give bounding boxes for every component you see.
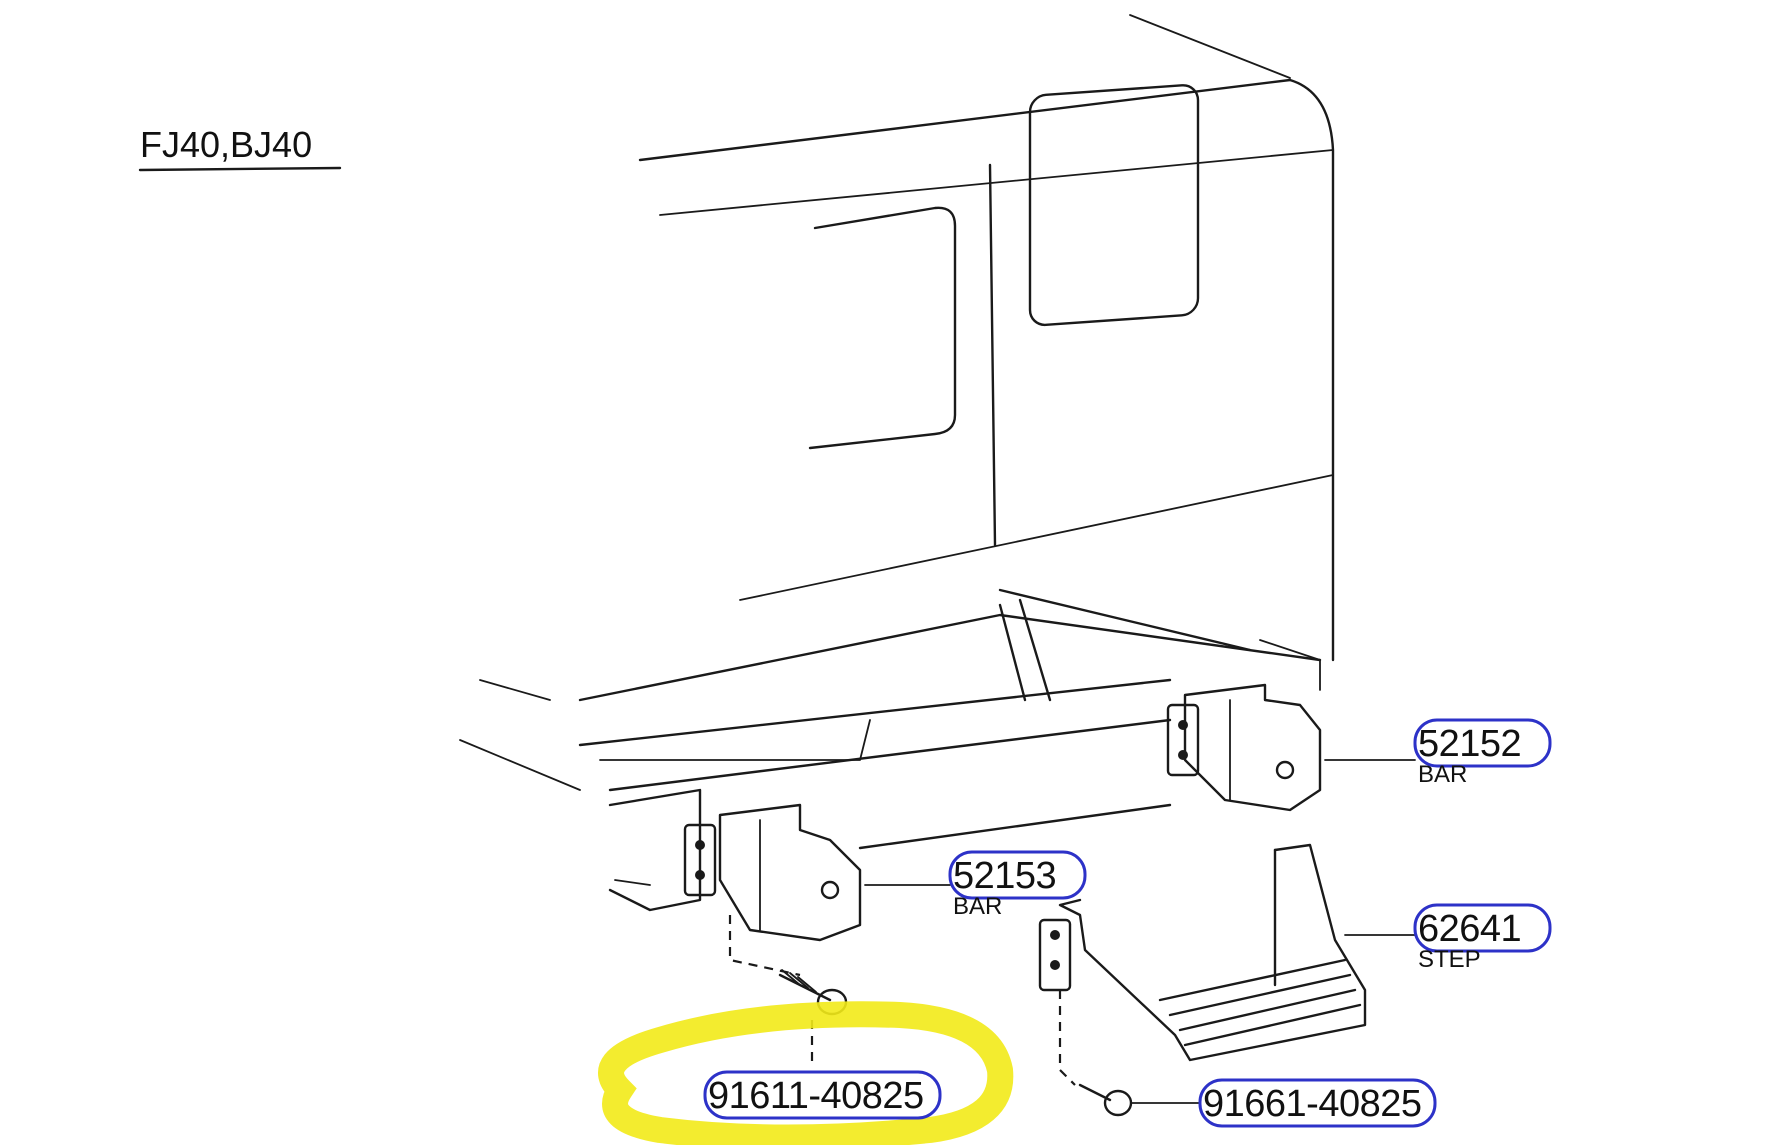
roof-edge [638, 78, 1292, 162]
left-rear-window [808, 206, 957, 450]
part-number-91611-40825: 91611-40825 [708, 1075, 924, 1117]
frame-right-rail [998, 588, 1252, 652]
right-bracket-top [1259, 639, 1321, 691]
part-name-62641: STEP [1418, 946, 1481, 973]
step-frame [1058, 843, 1367, 1062]
right-bracket-pivot [1275, 760, 1295, 780]
left-frame-rail [608, 788, 702, 912]
left-bracket-plate [683, 823, 717, 897]
bolt-91611-dash-line [728, 915, 801, 977]
step-mount-plate [1038, 918, 1072, 992]
right-bracket [1166, 639, 1322, 812]
roof-back [1129, 14, 1291, 79]
bolt-91661-dash-line [1058, 990, 1076, 1086]
right-rear-window [1028, 84, 1200, 327]
frame-cross-top [578, 678, 1172, 747]
part-number-62641: 62641 [1418, 908, 1521, 950]
left-bracket-hole-1 [695, 840, 705, 850]
part-name-52152: BAR [1418, 761, 1467, 788]
right-bracket-hole-2 [1178, 750, 1188, 760]
callout-91661-outline [1198, 1078, 1437, 1128]
rear-frame [578, 588, 1322, 912]
callout-91611-40825[interactable]: 91611-40825 [703, 1070, 942, 1120]
step-tread-4 [1183, 1003, 1362, 1047]
part-number-52152: 52152 [1418, 723, 1521, 765]
right-bracket-plate [1166, 703, 1200, 777]
side-line-2 [459, 739, 581, 791]
part-number-52153: 52153 [953, 855, 1056, 897]
right-bracket-body [1183, 683, 1322, 812]
upper-belt-line [659, 149, 1334, 216]
step-assembly [1038, 843, 1367, 1062]
step-tread-2 [1168, 973, 1352, 1017]
left-bracket-hole-2 [695, 870, 705, 880]
model-label-underline [138, 166, 342, 172]
bolt-91661-head [1103, 1089, 1133, 1117]
callout-91661-40825[interactable]: 91661-40825 [1198, 1078, 1437, 1128]
frame-cross-mid [608, 718, 1172, 792]
bolt-91611-thread [781, 969, 817, 993]
model-label: FJ40,BJ40 [140, 124, 312, 165]
frame-cross-bottom [858, 803, 1172, 850]
part-name-52153: BAR [953, 893, 1002, 920]
part-number-91661-40825: 91661-40825 [1203, 1083, 1422, 1125]
frame-top-edge [578, 613, 1322, 702]
frame-strut-1 [998, 603, 1027, 702]
left-rail-detail [614, 879, 651, 886]
step-tread-3 [1178, 988, 1357, 1032]
callout-91611-outline [703, 1070, 942, 1120]
frame-strut-2 [1018, 598, 1052, 702]
left-bracket [683, 803, 862, 942]
vehicle-body [459, 14, 1335, 791]
bolt-91661 [1058, 990, 1201, 1117]
highlight-circle [598, 1001, 1014, 1145]
callout-52152-outline [1413, 718, 1552, 768]
frame-diagonal [599, 719, 871, 761]
left-bracket-body [718, 803, 862, 942]
callout-62641[interactable]: 62641 STEP [1413, 903, 1552, 973]
step-tread-1 [1158, 958, 1347, 1002]
callout-52153[interactable]: 52153 BAR [948, 850, 1087, 920]
left-bracket-pivot [820, 880, 840, 900]
lower-belt-line [739, 474, 1334, 601]
callout-52152[interactable]: 52152 BAR [1413, 718, 1552, 788]
rear-door-split [988, 163, 997, 547]
step-mount-hole-2 [1050, 960, 1060, 970]
model-label-group: FJ40,BJ40 [138, 124, 342, 172]
bolt-91611-shank [778, 973, 832, 1002]
callout-62641-outline [1413, 903, 1552, 953]
step-mount-hole-1 [1050, 930, 1060, 940]
right-bracket-hole-1 [1178, 720, 1188, 730]
side-line-1 [479, 679, 551, 701]
bolt-91661-shank [1078, 1083, 1112, 1102]
rear-corner-pillar [1288, 78, 1335, 662]
callout-52153-outline [948, 850, 1087, 900]
